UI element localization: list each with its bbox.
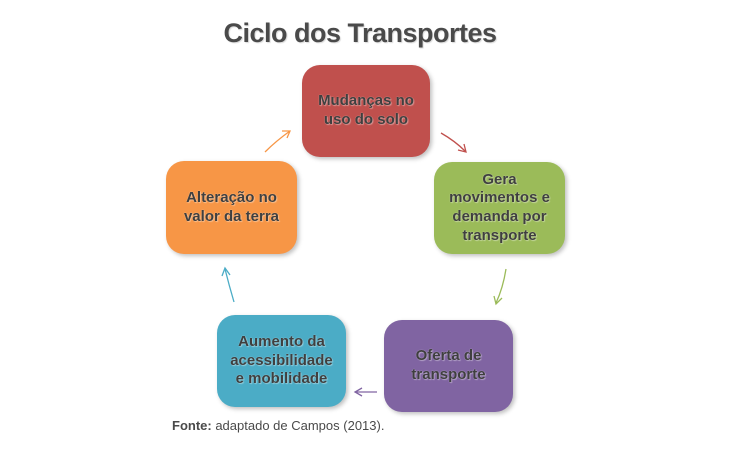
node-movement: Gera movimentos e demanda por transporte: [434, 162, 565, 254]
node-land-use: Mudanças no uso do solo: [302, 65, 430, 157]
source-note: Fonte: adaptado de Campos (2013).: [172, 418, 384, 433]
node-land-value: Alteração no valor da terra: [166, 161, 297, 254]
node-label: Oferta de transporte: [411, 347, 486, 383]
node-label: Gera movimentos e demanda por transporte: [449, 170, 550, 244]
diagram-title: Ciclo dos Transportes: [223, 18, 497, 48]
source-prefix: Fonte:: [172, 418, 212, 433]
arrow-movement-to-offer: [493, 268, 507, 306]
node-access: Aumento da acessibilidade e mobilidade: [217, 315, 346, 407]
source-text: adaptado de Campos (2013).: [211, 418, 385, 433]
node-label: Aumento da acessibilidade e mobilidade: [230, 332, 333, 388]
arrow-land-use-to-movement: [440, 132, 467, 153]
arrow-land-value-to-land-use: [264, 130, 291, 153]
arrow-offer-to-access: [353, 387, 377, 397]
arrow-access-to-land-value: [221, 266, 235, 303]
node-label: Mudanças no uso do solo: [318, 92, 414, 128]
node-offer: Oferta de transporte: [384, 320, 513, 412]
node-label: Alteração no valor da terra: [183, 188, 280, 225]
